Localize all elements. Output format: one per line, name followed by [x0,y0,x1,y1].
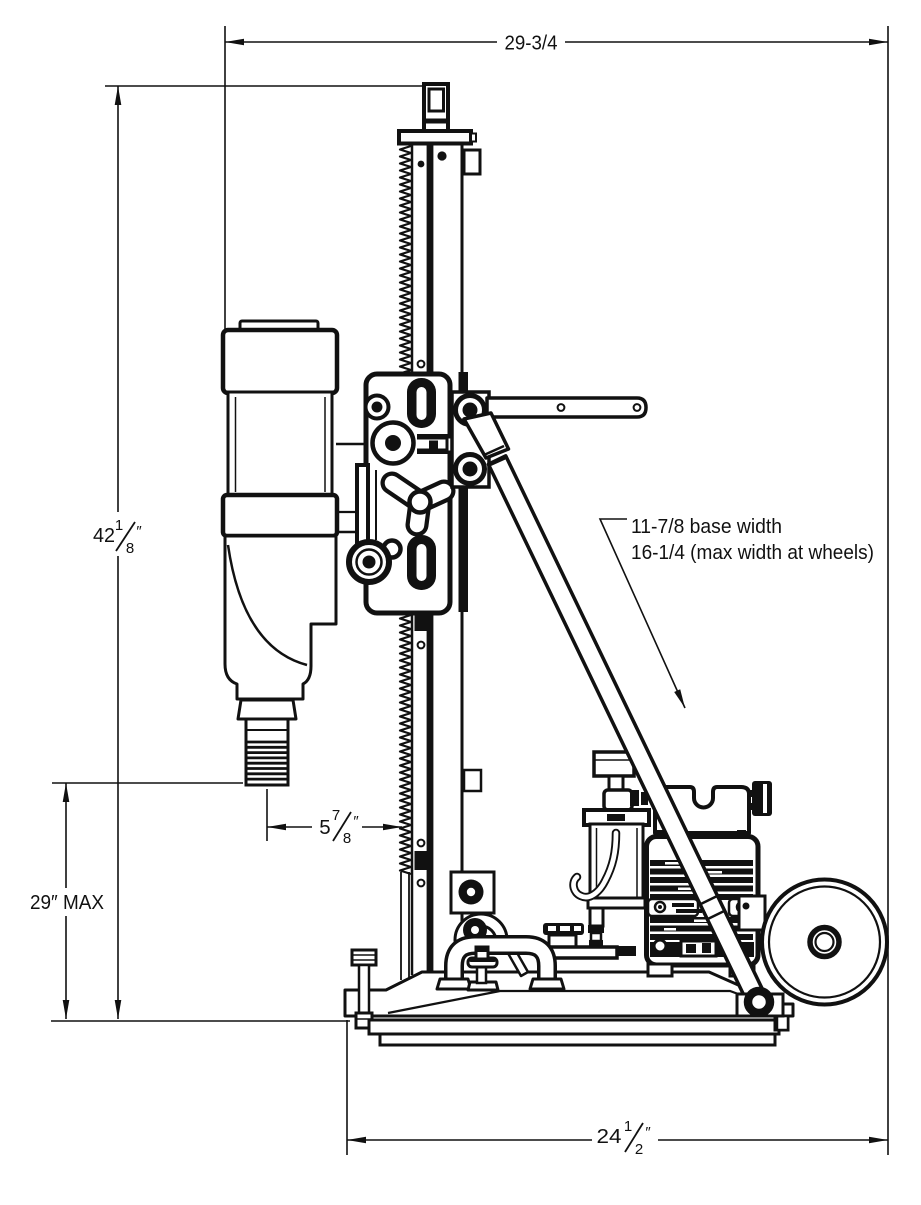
svg-text:7: 7 [332,807,340,824]
svg-text:16-1/4 (max width at wheels): 16-1/4 (max width at wheels) [631,541,874,564]
svg-text:8: 8 [126,540,134,557]
svg-text:11-7/8 base width: 11-7/8 base width [631,515,782,538]
svg-text:29″ MAX: 29″ MAX [30,891,104,914]
svg-text:5: 5 [319,816,330,839]
svg-text:29-3/4: 29-3/4 [505,32,558,55]
svg-text:2: 2 [635,1141,643,1158]
svg-text:″: ″ [136,523,142,540]
svg-text:24: 24 [597,1125,622,1148]
svg-text:″: ″ [645,1124,651,1141]
svg-text:1: 1 [624,1118,632,1135]
svg-text:8: 8 [343,830,351,847]
svg-text:″: ″ [353,813,359,830]
svg-text:42: 42 [93,524,115,547]
svg-text:1: 1 [115,517,123,534]
